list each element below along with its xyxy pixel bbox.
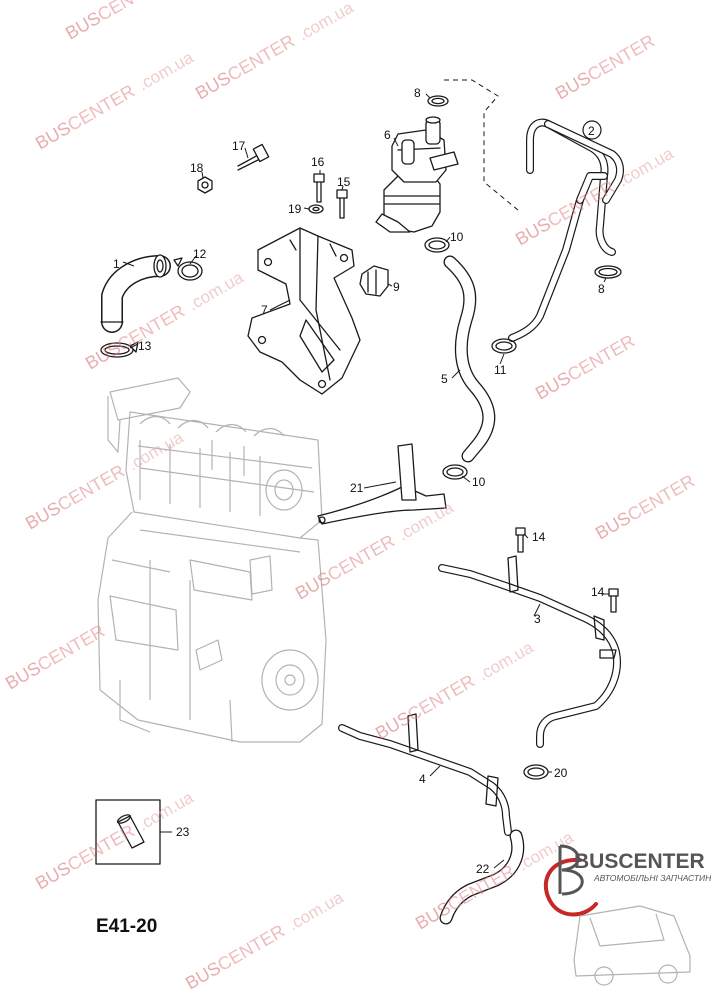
svg-text:BUSCENTER: BUSCENTER (182, 921, 288, 994)
callout-13: 13 (138, 339, 152, 353)
svg-text:BUSCENTER: BUSCENTER (82, 301, 188, 374)
callout-6: 6 (384, 128, 391, 142)
watermark-row: BUSCENTER .com.ua (32, 48, 197, 154)
svg-text:BUSCENTER: BUSCENTER (372, 671, 478, 744)
logo-tagline: АВТОМОБІЛЬНІ ЗАПЧАСТИНИ (593, 873, 711, 883)
watermark-row: BUSCENTER (62, 0, 168, 43)
part-8-clip-top (427, 95, 449, 107)
watermark-row: BUSCENTER .com.ua (372, 638, 537, 744)
callout-4: 4 (419, 772, 426, 786)
watermark-row: BUSCENTER (2, 621, 108, 694)
svg-text:BUSCENTER: BUSCENTER (412, 861, 518, 934)
callout-2-circle (582, 120, 602, 140)
part-14-bolt-lower (608, 588, 619, 613)
svg-text:.com.ua: .com.ua (285, 888, 347, 935)
watermark-row: BUSCENTER (532, 331, 638, 404)
part-14-bolt-upper (515, 527, 526, 553)
part-6-auxiliary-pump (375, 116, 459, 233)
leader-lines (122, 93, 609, 869)
part-3-pipe (438, 555, 621, 748)
callout-15: 15 (337, 175, 351, 189)
part-1-hose-elbow (100, 254, 171, 333)
part-12-hose-clamp (173, 257, 203, 281)
watermark-row: BUSCENTER .com.ua (192, 0, 357, 103)
svg-text:BUSCENTER: BUSCENTER (192, 31, 298, 104)
assembly-indicator-dashed (444, 79, 519, 211)
svg-text:BUSCENTER: BUSCENTER (2, 621, 108, 694)
watermark-row: BUSCENTER .com.ua (32, 788, 197, 894)
svg-text:.com.ua: .com.ua (615, 144, 677, 191)
part-5-coolant-hose (443, 255, 496, 463)
svg-text:BUSCENTER: BUSCENTER (62, 0, 168, 43)
part-13-hose-clamp (100, 341, 139, 358)
watermark-row: BUSCENTER (592, 471, 698, 544)
part-21-bracket (317, 443, 447, 525)
part-15-bolt (336, 189, 348, 219)
svg-text:.com.ua: .com.ua (475, 638, 537, 685)
callout-5: 5 (441, 372, 448, 386)
svg-text:BUSCENTER: BUSCENTER (22, 461, 128, 534)
callout-9: 9 (393, 280, 400, 294)
callout-16: 16 (311, 155, 325, 169)
callout-20: 20 (554, 766, 568, 780)
callout-12: 12 (193, 247, 207, 261)
part-2-pipe-assembly (508, 118, 624, 342)
part-11-clamp (491, 338, 517, 354)
callout-21: 21 (350, 481, 364, 495)
callout-23: 23 (176, 825, 190, 839)
svg-text:.com.ua: .com.ua (295, 0, 357, 44)
part-10-clamp-upper (424, 237, 450, 253)
svg-text:BUSCENTER: BUSCENTER (532, 331, 638, 404)
callout-3: 3 (534, 612, 541, 626)
callouts: 1 12 13 17 18 16 15 19 7 9 6 8 10 8 11 5… (113, 86, 605, 876)
part-18-nut (197, 176, 213, 194)
callout-18: 18 (190, 161, 204, 175)
callout-8-right: 8 (598, 282, 605, 296)
callout-2: 2 (588, 124, 595, 138)
callout-17: 17 (232, 139, 246, 153)
watermark-row: BUSCENTER .com.ua (22, 428, 187, 534)
callout-11: 11 (494, 363, 507, 377)
logo-name: BUSCENTER (574, 850, 705, 873)
callout-1: 1 (113, 257, 120, 271)
svg-text:BUSCENTER: BUSCENTER (592, 471, 698, 544)
svg-text:BUSCENTER: BUSCENTER (552, 31, 658, 104)
part-10-clamp-lower (442, 464, 468, 480)
callout-7: 7 (261, 303, 268, 317)
svg-text:BUSCENTER: BUSCENTER (32, 821, 138, 894)
part-4-pipe (338, 713, 512, 836)
part-22-hose (439, 829, 525, 925)
callout-10-upper: 10 (450, 230, 464, 244)
buscenter-logo: BUSCENTER АВТОМОБІЛЬНІ ЗАПЧАСТИНИ (543, 844, 711, 986)
svg-text:.com.ua: .com.ua (185, 268, 247, 315)
part-20-clamp (523, 764, 549, 780)
svg-text:BUSCENTER: BUSCENTER (292, 531, 398, 604)
watermark-row: BUSCENTER .com.ua (182, 888, 347, 994)
callout-19: 19 (288, 202, 302, 216)
part-7-bracket (247, 227, 361, 395)
watermark-row: BUSCENTER .com.ua (512, 144, 677, 250)
callout-22: 22 (476, 862, 490, 876)
callout-10-lower: 10 (472, 475, 486, 489)
part-19-washer (308, 204, 324, 214)
part-17-bolt (237, 143, 270, 171)
callout-14-lower: 14 (591, 585, 605, 599)
callout-14-upper: 14 (532, 530, 546, 544)
diagram-code: E41-20 (96, 916, 157, 937)
callout-8-top: 8 (414, 86, 421, 100)
watermark-row: BUSCENTER (552, 31, 658, 104)
watermark-row: BUSCENTER .com.ua (412, 828, 577, 934)
engine-block (97, 377, 327, 743)
part-16-bolt (313, 173, 325, 203)
part-8-clamp-right (594, 265, 622, 279)
part-9-clamp (359, 265, 389, 297)
svg-text:BUSCENTER: BUSCENTER (32, 81, 138, 154)
part-23-sleeve-box (95, 799, 161, 865)
svg-text:.com.ua: .com.ua (135, 48, 197, 95)
